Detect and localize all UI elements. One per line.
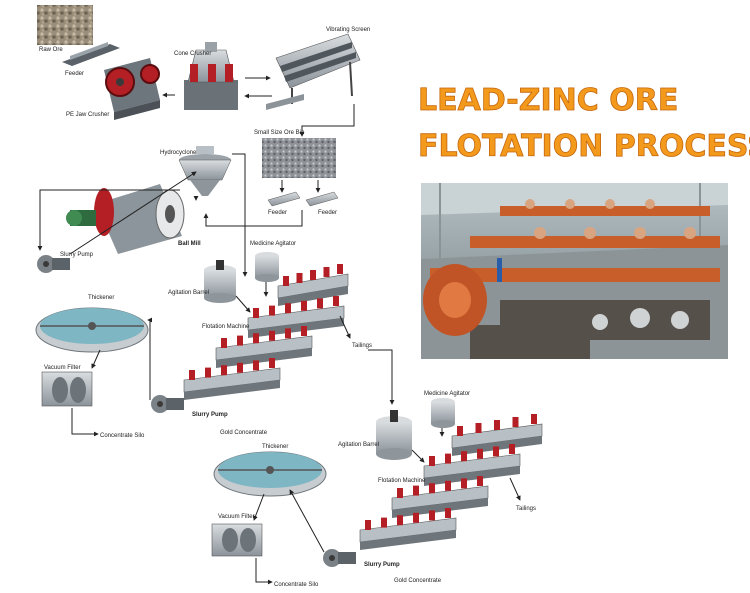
label-slurry-pump-2: Slurry Pump — [192, 412, 228, 418]
label-tailings-2: Tailings — [516, 506, 536, 512]
label-vacuum-filter-2: Vacuum Filter — [218, 514, 255, 520]
label-gold-concentrate-1: Gold Concentrate — [220, 430, 268, 436]
label-feeder-right: Feeder — [318, 210, 337, 216]
vacuum-filter-1 — [41, 371, 93, 407]
label-vacuum-filter-1: Vacuum Filter — [44, 365, 81, 371]
slurry-pump-3 — [323, 549, 356, 567]
label-medicine-agitator-2: Medicine Agitator — [424, 391, 470, 397]
small-ore-bin — [262, 138, 336, 178]
thickener-2 — [213, 451, 327, 497]
label-feeder-top: Feeder — [65, 71, 84, 77]
medicine-agitator-2 — [431, 398, 455, 428]
flotation-cells-2 — [359, 414, 543, 550]
medicine-agitator-1 — [255, 252, 279, 282]
label-agitation-barrel-2: Agitation Barrel — [338, 442, 379, 448]
thickener-1 — [35, 307, 149, 353]
vacuum-filter-2 — [211, 523, 263, 557]
label-thickener-2: Thickener — [262, 444, 288, 450]
label-agitation-barrel-1: Agitation Barrel — [168, 290, 209, 296]
feeder-right — [305, 191, 339, 207]
slurry-pump-1 — [37, 255, 70, 273]
flotation-cells-1 — [183, 264, 349, 400]
feeder-top — [62, 42, 120, 66]
label-gold-concentrate-2: Gold Concentrate — [394, 578, 442, 584]
plant-photo — [421, 183, 728, 359]
label-raw-ore: Raw Ore — [39, 47, 63, 53]
vibrating-screen — [266, 33, 361, 110]
raw-ore-pile — [37, 5, 93, 45]
agitation-barrel-1 — [204, 260, 236, 303]
label-ball-mill: Ball Mill — [178, 241, 201, 247]
label-vibrating-screen: Vibrating Screen — [326, 27, 370, 33]
label-flotation-machine-2: Flotation Machine — [378, 478, 426, 484]
jaw-crusher — [104, 58, 160, 120]
agitation-barrel-2 — [376, 410, 412, 460]
label-concentrate-silo-2: Concentrate Silo — [274, 582, 319, 588]
title-block: LEAD-ZINC ORE FLOTATION PROCESS — [418, 83, 750, 165]
label-slurry-pump-1: Slurry Pump — [60, 252, 94, 258]
cone-crusher — [184, 42, 238, 110]
label-concentrate-silo-1: Concentrate Silo — [100, 433, 145, 439]
label-cone-crusher: Cone Crusher — [174, 51, 211, 57]
slurry-pump-2 — [151, 395, 184, 413]
label-feeder-left: Feeder — [268, 210, 287, 216]
title-line-2: FLOTATION PROCESS — [418, 129, 750, 164]
label-slurry-pump-3: Slurry Pump — [364, 562, 400, 568]
label-thickener-1: Thickener — [88, 295, 114, 301]
label-tailings-1: Tailings — [352, 343, 372, 349]
label-small-ore-bin: Small Size Ore Bin — [254, 130, 304, 136]
ball-mill — [66, 184, 185, 254]
title-line-1: LEAD-ZINC ORE — [418, 83, 678, 118]
label-flotation-machine-1: Flotation Machine — [202, 324, 250, 330]
label-hydrocyclone: Hydrocyclone — [160, 150, 197, 156]
label-medicine-agitator-1: Medicine Agitator — [250, 241, 296, 247]
feeder-left — [267, 191, 301, 207]
label-jaw-crusher: PE Jaw Crusher — [66, 112, 109, 118]
